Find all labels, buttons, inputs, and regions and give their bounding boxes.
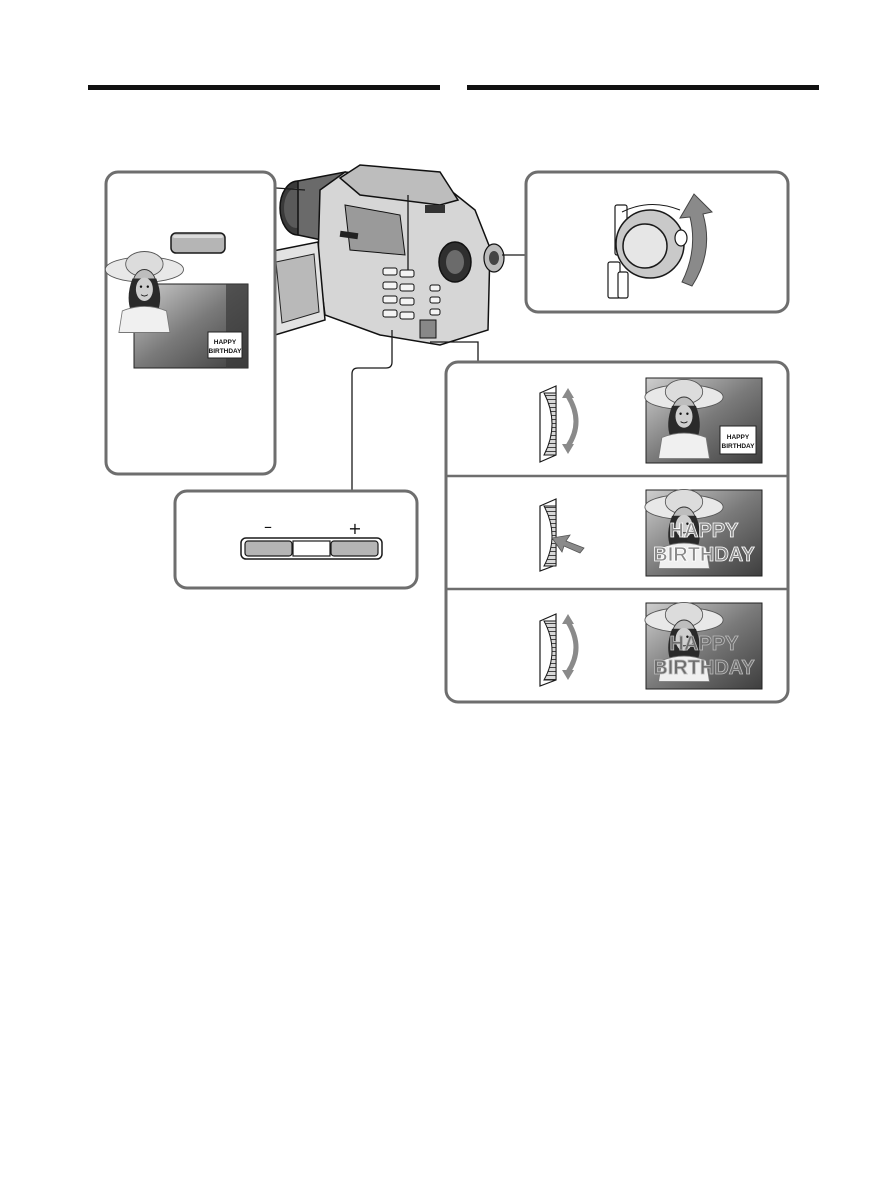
step-1-title-line1: HAPPY — [727, 434, 750, 441]
minus-label: – — [264, 517, 272, 536]
control-dial — [543, 505, 557, 567]
title-line2: BIRTHDAY — [209, 348, 243, 355]
title-box — [207, 331, 243, 359]
rotate-arrow-icon — [679, 193, 713, 287]
camcorder — [267, 164, 505, 346]
left-panel: HAPPY BIRTHDAY — [104, 170, 277, 476]
minus-plus-panel: – + — [173, 489, 419, 590]
plus-label: + — [348, 519, 361, 538]
left-photo: HAPPY BIRTHDAY — [104, 251, 249, 369]
section-rule-left — [88, 85, 440, 90]
step-2-title-line2: BIRTHDAY — [653, 544, 755, 566]
control-dial — [543, 392, 557, 456]
plus-button — [330, 540, 379, 557]
rotate-arrow-icon — [565, 620, 579, 674]
minus-button — [244, 540, 293, 557]
step-3-title-line2: BIRTHDAY — [653, 657, 755, 679]
step-1-title-line2: BIRTHDAY — [722, 443, 756, 450]
control-dial — [543, 620, 557, 681]
title-line1: HAPPY — [214, 339, 237, 346]
step-3-title-line1: HAPPY — [670, 633, 740, 655]
steps-panel: HAPPY BIRTHDAY HAPPY BIRTHDAY HAPPY BIRT… — [444, 360, 790, 704]
rotate-arrow-icon — [565, 394, 579, 448]
section-rule-right — [467, 85, 819, 90]
step-1: HAPPY BIRTHDAY — [539, 377, 763, 464]
step-2-title-line1: HAPPY — [670, 520, 740, 542]
step-3: HAPPY BIRTHDAY — [539, 601, 763, 690]
press-arrow-icon — [551, 534, 585, 554]
power-switch-panel — [524, 170, 790, 314]
step-2: HAPPY BIRTHDAY — [539, 488, 763, 577]
